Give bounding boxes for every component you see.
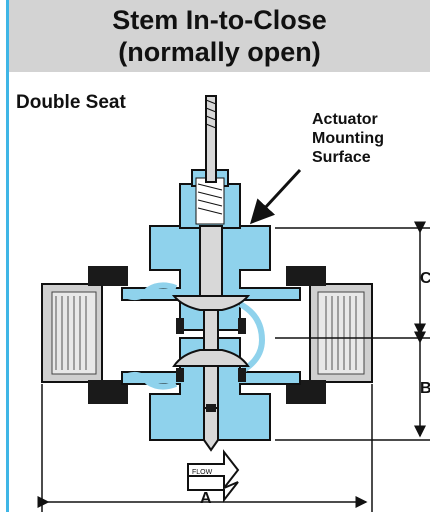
dimension-c-label: C	[420, 270, 430, 287]
actuator-mounting-callout: Actuator Mounting Surface	[312, 110, 384, 167]
valve-stem	[199, 95, 223, 452]
dimension-a-line	[37, 384, 373, 512]
callout-line3: Surface	[312, 149, 371, 166]
dimension-lines	[275, 221, 430, 441]
dimension-a-label: A	[200, 490, 212, 507]
valve-type-label: Double Seat	[16, 92, 126, 113]
callout-leader-arrow	[249, 168, 302, 225]
left-pipe-end	[41, 266, 128, 404]
right-pipe-end	[286, 266, 373, 404]
dimension-b-label: B	[420, 380, 430, 397]
flow-label: FLOW	[192, 469, 213, 476]
left-accent-rule	[6, 0, 9, 512]
flow-arrow-icon	[187, 449, 240, 503]
page-title-line1: Stem In-to-Close	[112, 5, 327, 35]
page-title-line2: (normally open)	[118, 37, 321, 67]
callout-line1: Actuator	[312, 111, 378, 128]
title-band	[9, 0, 430, 72]
callout-line2: Mounting	[312, 130, 384, 147]
valve-plugs	[171, 295, 251, 382]
